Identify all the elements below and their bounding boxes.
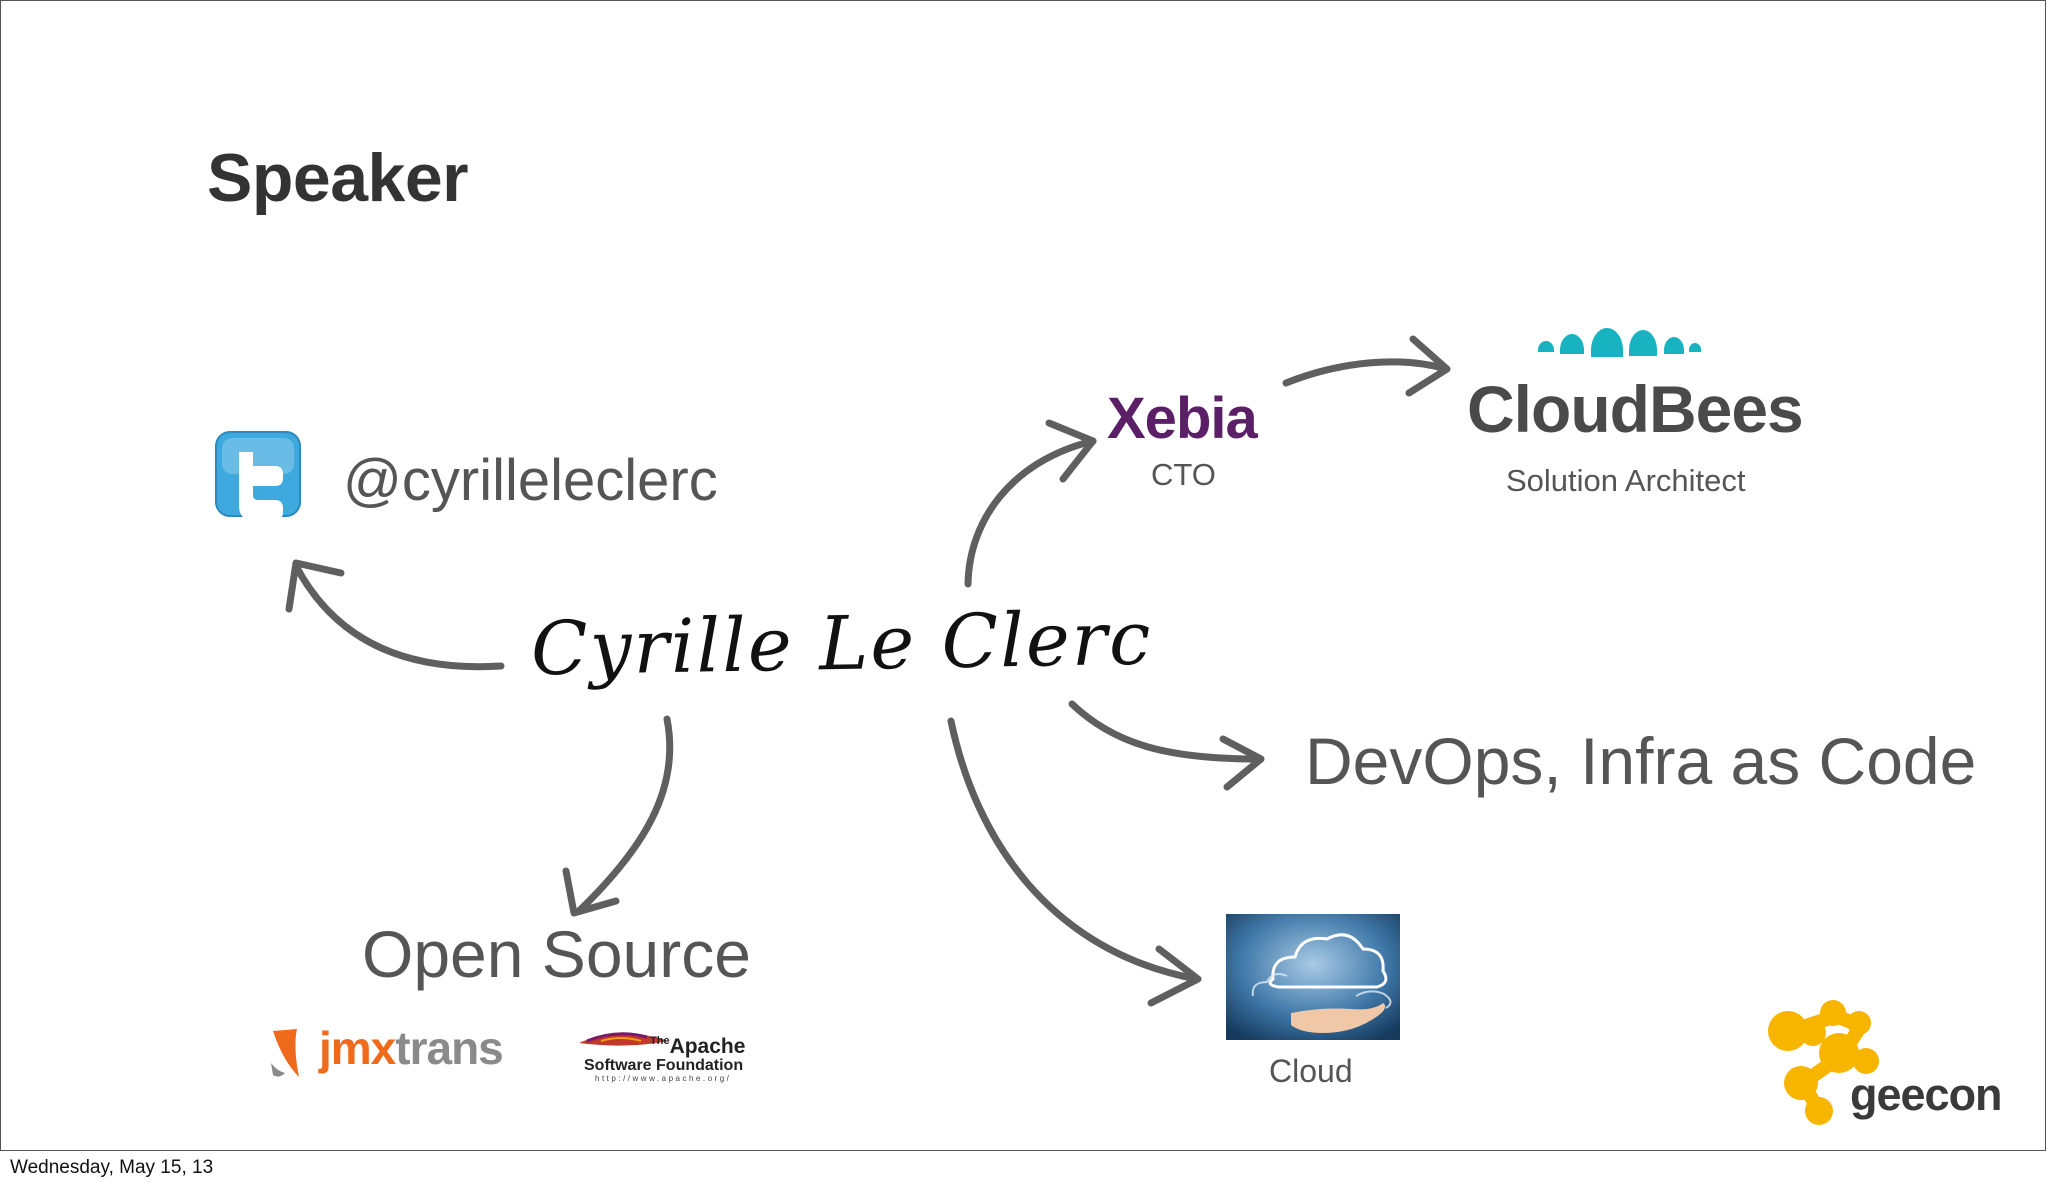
cloudbees-logo-text: CloudBees bbox=[1467, 372, 1804, 446]
arrow-to-twitter bbox=[292, 562, 505, 671]
topic-open-source: Open Source bbox=[362, 917, 751, 991]
topic-cloud: Cloud bbox=[1269, 1053, 1353, 1089]
arrow-to-cloud bbox=[947, 717, 1200, 983]
jmxtrans-logo-prefix: jmx bbox=[319, 1022, 396, 1074]
apache-logo-name: Apache bbox=[669, 1035, 746, 1058]
cloudbees-icon bbox=[1538, 328, 1701, 357]
arrow-to-xebia bbox=[964, 437, 1097, 588]
arrow-to-devops bbox=[1068, 700, 1263, 763]
topic-devops: DevOps, Infra as Code bbox=[1305, 724, 1977, 798]
xebia-role: CTO bbox=[1151, 457, 1216, 492]
geecon-icon bbox=[1768, 1000, 1879, 1125]
slide-title: Speaker bbox=[207, 140, 469, 216]
apache-logo-url: http://www.apache.org/ bbox=[595, 1074, 732, 1083]
apache-logo-the: The bbox=[650, 1035, 670, 1047]
apache-logo-line2: Software Foundation bbox=[584, 1057, 744, 1074]
xebia-logo-text: Xebia bbox=[1107, 386, 1258, 451]
arrow-to-cloudbees bbox=[1282, 358, 1450, 387]
slide: Speaker @cyrilleleclerc Cyrille Le Clerc… bbox=[0, 0, 2046, 1151]
xebia-logo: Xebia bbox=[1107, 385, 1258, 452]
speaker-name: Cyrille Le Clerc bbox=[530, 595, 1154, 693]
apache-feather-icon bbox=[579, 1032, 669, 1046]
apache-logo-line1: TheApache bbox=[650, 1035, 745, 1059]
twitter-icon bbox=[215, 431, 301, 520]
cloud-hand-icon bbox=[1226, 914, 1400, 1040]
arrow-to-open-source bbox=[575, 715, 674, 915]
twitter-handle[interactable]: @cyrilleleclerc bbox=[343, 448, 718, 513]
jmxtrans-logo: jmxtrans bbox=[319, 1021, 504, 1075]
jmxtrans-logo-suffix: trans bbox=[395, 1022, 503, 1074]
jmxtrans-icon bbox=[271, 1029, 299, 1077]
cloudbees-role: Solution Architect bbox=[1506, 463, 1746, 498]
footer-date: Wednesday, May 15, 13 bbox=[10, 1157, 214, 1178]
geecon-logo-text: geecon bbox=[1850, 1069, 2003, 1120]
